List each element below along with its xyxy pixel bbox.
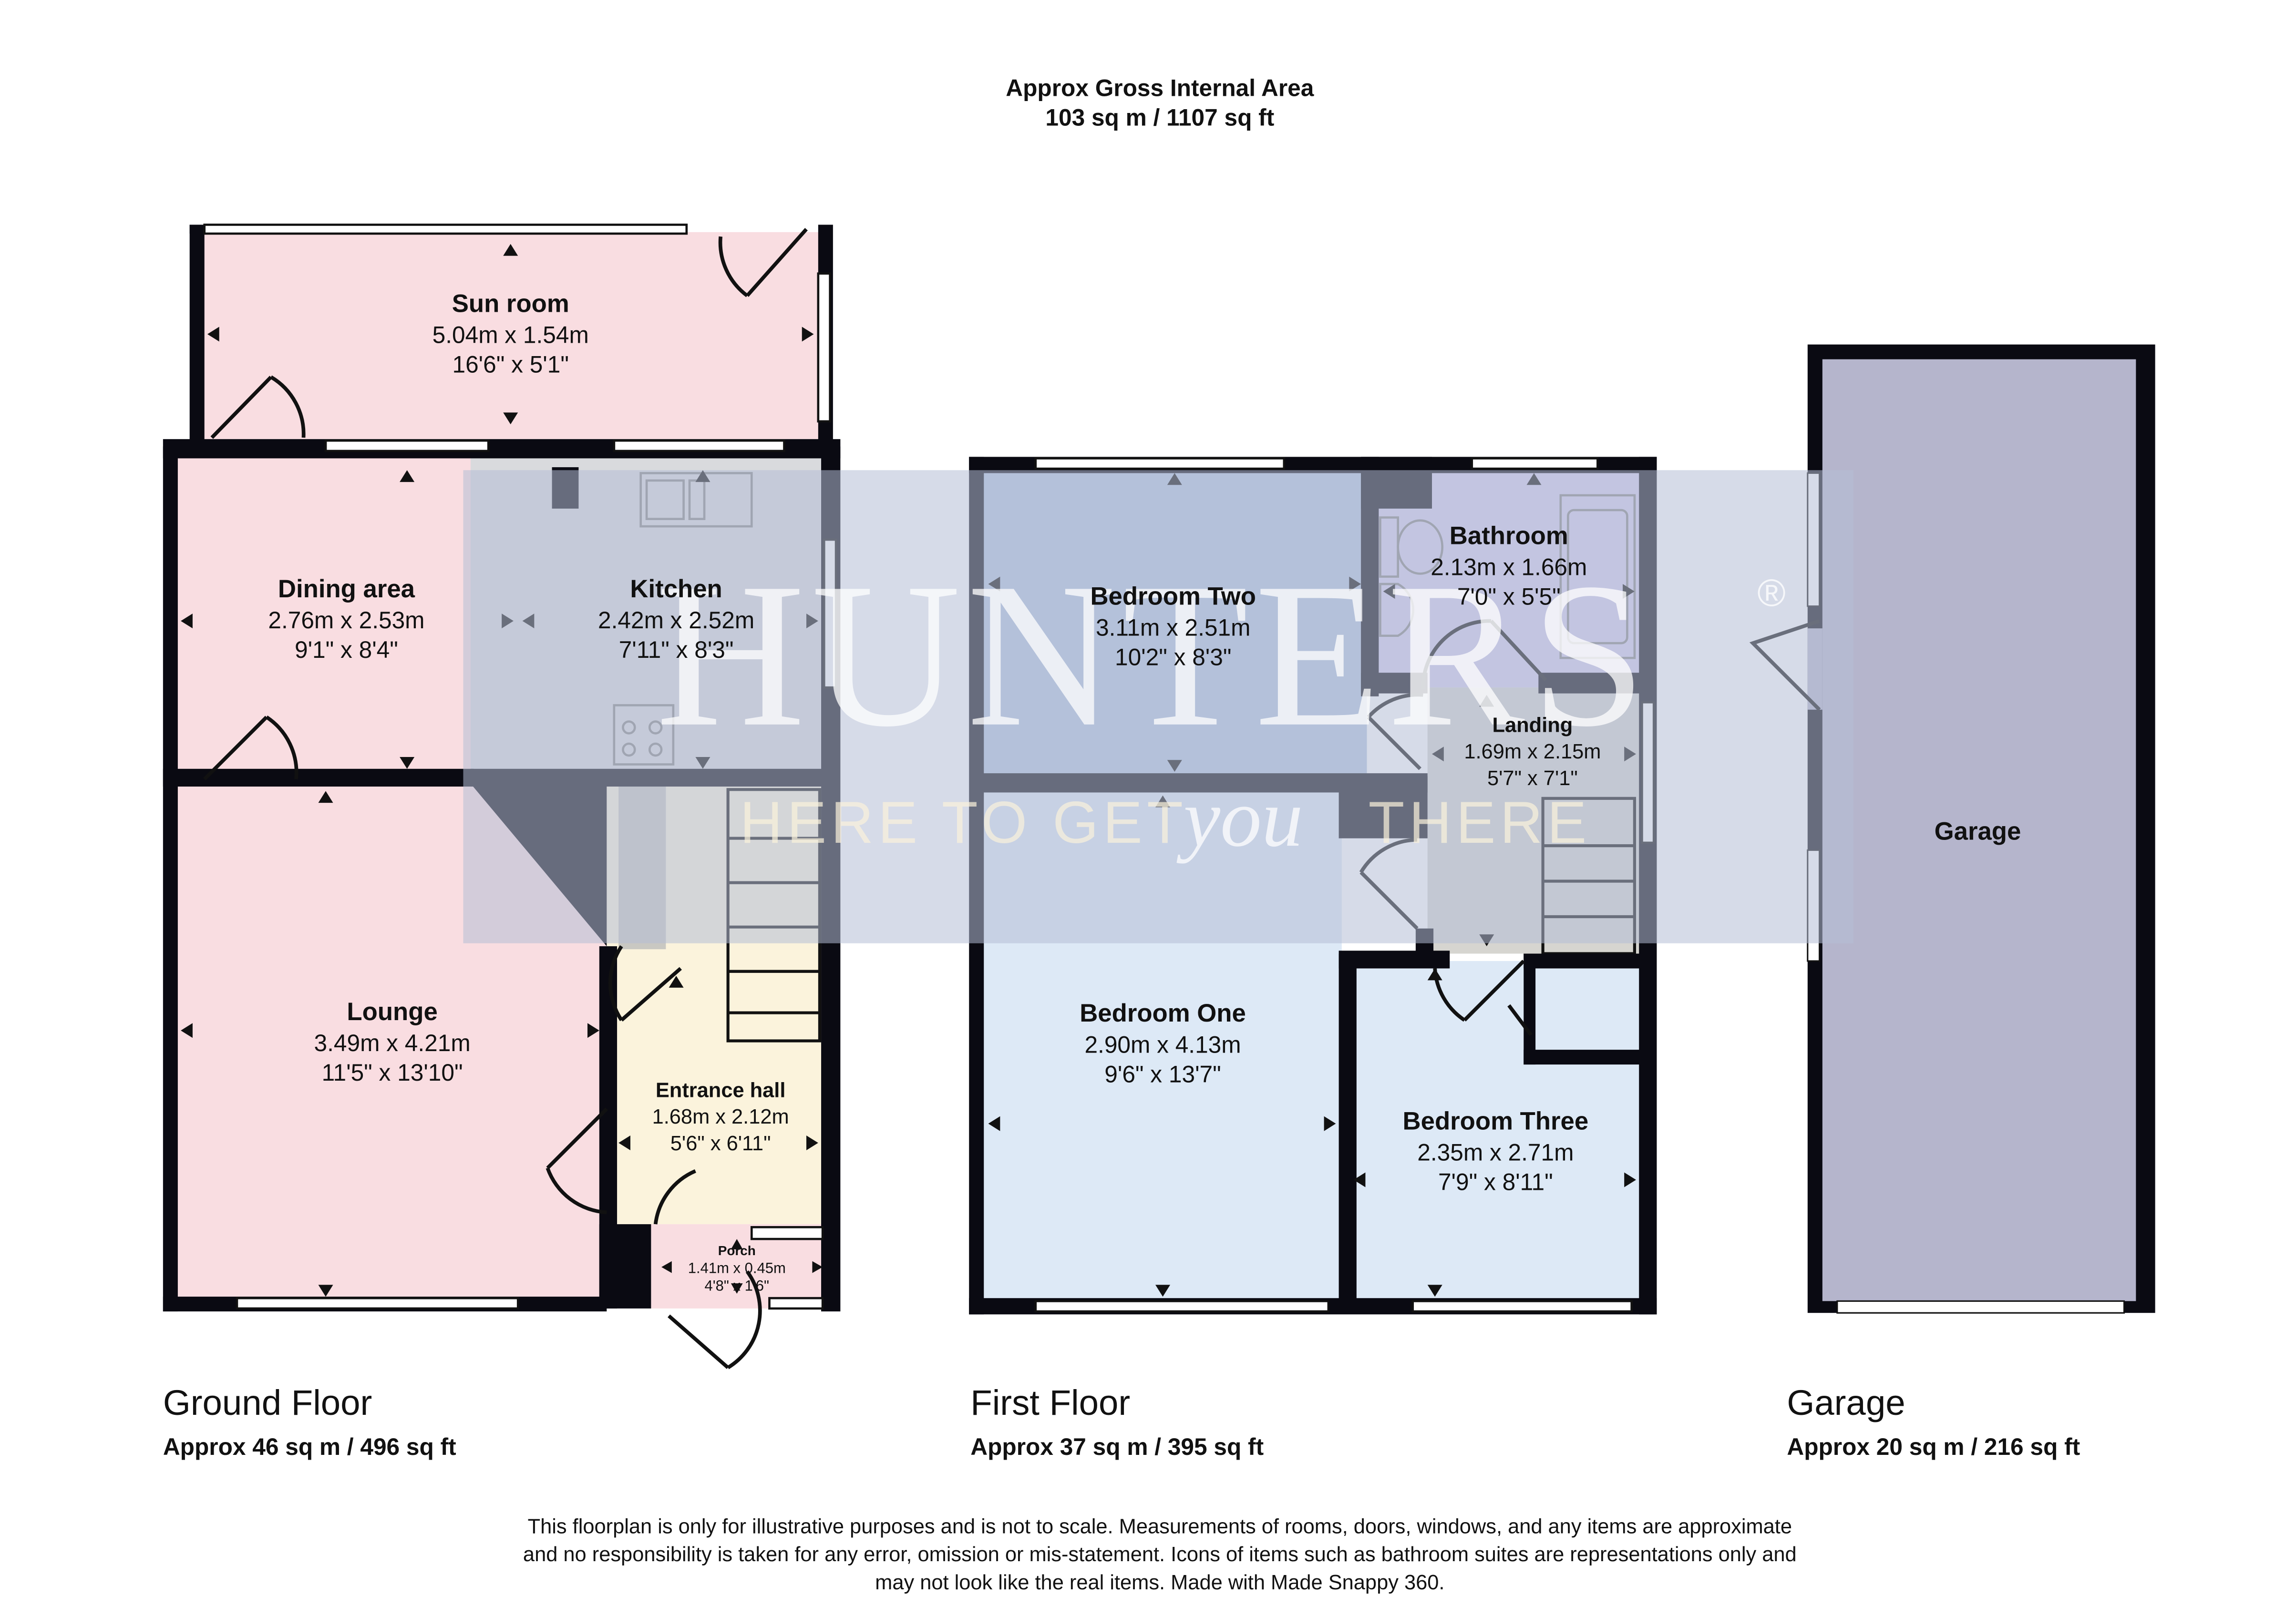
ground-floor-area: Approx 46 sq m / 496 sq ft: [163, 1433, 456, 1460]
watermark-tagline-a: HERE TO GET: [740, 790, 1187, 856]
disclaimer-line: This floorplan is only for illustrative …: [528, 1515, 1792, 1538]
lounge-metric: 3.49m x 4.21m: [314, 1030, 471, 1056]
bathroom-name: Bathroom: [1450, 522, 1568, 550]
sun-room-imperial: 16'6" x 5'1": [452, 351, 569, 378]
bed2-imperial: 10'2" x 8'3": [1115, 644, 1232, 671]
kitchen-name: Kitchen: [630, 575, 722, 603]
first-floor-area: Approx 37 sq m / 395 sq ft: [970, 1433, 1264, 1460]
lounge-imperial: 11'5" x 13'10": [322, 1059, 463, 1086]
sun-room: [197, 232, 822, 440]
kitchen-imperial: 7'11" x 8'3": [619, 636, 734, 663]
bed2-name: Bedroom Two: [1090, 583, 1256, 611]
bed2-metric: 3.11m x 2.51m: [1096, 614, 1250, 641]
doors: [203, 228, 808, 1370]
bathroom-imperial: 7'0" x 5'5": [1457, 583, 1561, 610]
kitchen-metric: 2.42m x 2.52m: [598, 607, 754, 634]
garage-plan: [1749, 344, 2155, 1314]
bed1-imperial: 9'6" x 13'7": [1104, 1061, 1221, 1087]
porch-metric: 1.41m x 0.45m: [688, 1259, 786, 1276]
first-floor-title: First Floor: [970, 1383, 1130, 1422]
landing-metric: 1.69m x 2.15m: [1464, 740, 1601, 763]
garage-area: Approx 20 sq m / 216 sq ft: [1787, 1433, 2080, 1460]
sun-room-metric: 5.04m x 1.54m: [432, 322, 589, 348]
watermark-tagline-b: you: [1176, 772, 1303, 864]
bed1-metric: 2.90m x 4.13m: [1084, 1031, 1241, 1058]
hunters-watermark: HUNTERS ® HERE TO GET you THERE: [463, 470, 1853, 943]
landing-imperial: 5'7" x 7'1": [1487, 767, 1578, 790]
bathroom-metric: 2.13m x 1.66m: [1431, 554, 1587, 581]
bedroom-three: [1349, 961, 1642, 1301]
disclaimer-line: may not look like the real items. Made w…: [875, 1571, 1444, 1594]
disclaimer: This floorplan is only for illustrative …: [523, 1515, 1797, 1594]
room-labels: Sun room 5.04m x 1.54m 16'6" x 5'1" Dini…: [268, 289, 2021, 1294]
porch-imperial: 4'8" x 1'6": [704, 1278, 769, 1294]
bed1-name: Bedroom One: [1080, 999, 1246, 1027]
garage-name: Garage: [1935, 818, 2021, 846]
watermark-reg: ®: [1757, 572, 1785, 615]
lounge-name: Lounge: [347, 998, 437, 1026]
bed3-metric: 2.35m x 2.71m: [1417, 1139, 1574, 1166]
watermark-brand: HUNTERS: [656, 540, 1652, 769]
bed3-name: Bedroom Three: [1403, 1107, 1589, 1135]
sun-room-name: Sun room: [452, 289, 569, 317]
header-area: 103 sq m / 1107 sq ft: [1045, 104, 1274, 131]
dining-area: [170, 458, 474, 777]
disclaimer-line: and no responsibility is taken for any e…: [523, 1543, 1797, 1566]
dining-name: Dining area: [278, 575, 415, 603]
header-title: Approx Gross Internal Area: [1006, 75, 1314, 102]
ground-floor-title: Ground Floor: [163, 1383, 372, 1422]
dining-metric: 2.76m x 2.53m: [268, 607, 424, 634]
bed3-imperial: 7'9" x 8'11": [1438, 1169, 1553, 1196]
porch-name: Porch: [718, 1243, 756, 1258]
watermark-tagline-c: THERE: [1369, 790, 1591, 856]
entrance-name: Entrance hall: [656, 1079, 786, 1102]
entrance-imperial: 5'6" x 6'11": [670, 1132, 771, 1155]
dining-imperial: 9'1" x 8'4": [295, 636, 398, 663]
landing-name: Landing: [1493, 714, 1573, 736]
entrance-metric: 1.68m x 2.12m: [652, 1105, 789, 1128]
garage-title: Garage: [1787, 1383, 1905, 1422]
